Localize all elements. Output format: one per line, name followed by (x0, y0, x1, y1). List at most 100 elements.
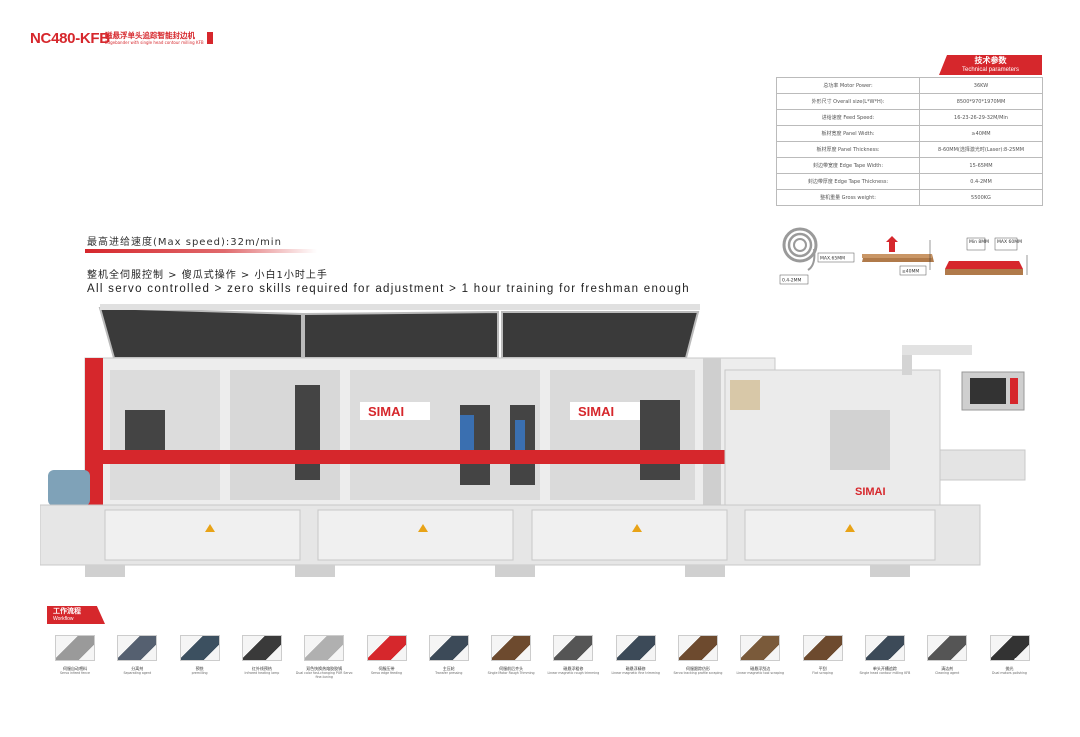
workflow-step-label-en: Dual motors polishing (992, 671, 1027, 675)
param-value: 16-23-26-29-32M/Min (919, 109, 1043, 126)
workflow-step-label-cn: 预铣 (195, 666, 204, 671)
param-label: 总功率 Motor Power: (776, 77, 920, 94)
product-name-en: Edgebander with single head contour mill… (105, 40, 204, 45)
workflow-step-label-cn: 磁悬浮粗修 (563, 666, 584, 671)
param-value: 15-65MM (919, 157, 1043, 174)
tagline-en: All servo controlled > zero skills requi… (87, 283, 690, 295)
workflow-step-label-en: Infrared heating lamp (244, 671, 280, 675)
workflow-step-image (304, 635, 345, 661)
workflow-step-image (55, 635, 95, 661)
workflow-step-label-en: Dual color fast-changing PUR Servo fine-… (295, 671, 353, 679)
param-value: ≥40MM (919, 125, 1043, 142)
param-value: 36KW (919, 77, 1043, 94)
table-row: 外形尺寸 Overall size(L*W*H):8500*970*1970MM (776, 93, 1043, 110)
product-name-cn: 磁悬浮单头追踪智能封边机 (105, 31, 195, 40)
table-row: 封边带宽度 Edge Tape Width:15-65MM (776, 157, 1043, 174)
header-badge (207, 32, 213, 44)
workflow-step-label-cn: 磁悬浮精修 (625, 666, 646, 671)
param-label: 外形尺寸 Overall size(L*W*H): (776, 93, 920, 110)
workflow-step-image (927, 635, 968, 661)
workflow-step-image (615, 635, 656, 661)
tech-params-tab: 技术参数 Technical parameters (939, 55, 1042, 75)
workflow-step-image (740, 635, 781, 661)
workflow-step-label-en: Separating agent (123, 671, 152, 675)
workflow-step-label-en: Servo tracking profile scraping (673, 671, 723, 675)
table-row: 板材厚度 Panel Thickness:8-60MM(选择激光时(Laser)… (776, 141, 1043, 158)
workflow-step-label-en: Single head contour milling KFB (859, 671, 911, 675)
brand-logo-2: SIMAI (578, 404, 614, 419)
table-row: 封边带厚度 Edge Tape Thickness:0.4-2MM (776, 173, 1043, 190)
speed-underline (85, 249, 317, 253)
workflow-step-label-cn: 伺服压带 (378, 666, 395, 671)
coil-icon (782, 227, 818, 271)
tech-params-title-cn: 技术参数 (974, 56, 1007, 65)
workflow-step-label-en: Transfer pressing (435, 671, 463, 675)
coil-width-label: MAX.65MM (820, 256, 845, 262)
param-label: 封边带厚度 Edge Tape Thickness: (776, 173, 920, 190)
param-label: 封边带宽度 Edge Tape Width: (776, 157, 920, 174)
workflow-step-image (241, 635, 282, 661)
workflow-step-label-en: Servo infeed fence (60, 671, 90, 675)
param-value: 0.4-2MM (919, 173, 1043, 190)
tech-params-title-en: Technical parameters (961, 67, 1020, 73)
coil-thickness-label: 0.4-2MM (782, 278, 802, 284)
workflow-step-label-en: Flat scraping (812, 671, 833, 675)
workflow-step-label-cn: 双色快换热熔胶胶锅 (306, 666, 343, 671)
workflow-step-label-en: premilling (191, 671, 208, 675)
workflow-step-label-en: Single Motor Rough Trimming (487, 671, 535, 675)
edgebander-machine-image: SIMAI SIMAI SIMAI (40, 304, 1026, 577)
workflow-step-label-en: Cleaning agent (935, 671, 960, 675)
brand-logo-1: SIMAI (368, 404, 404, 419)
top-hood-3 (501, 311, 700, 359)
workflow-step-image (179, 635, 220, 661)
table-row: 总功率 Motor Power:36KW (776, 77, 1043, 94)
workflow-step-image (366, 635, 407, 661)
workflow-step-image (802, 635, 843, 661)
workflow-step-label-cn: 清洁剂 (941, 666, 954, 671)
workflow-step-image (864, 635, 905, 661)
param-value: 5500KG (919, 189, 1043, 206)
workflow-step-label-cn: 磁悬浮刮边 (750, 666, 771, 671)
tagline-cn: 整机全伺服控制 > 傻瓜式操作 > 小白1小时上手 (87, 270, 328, 281)
workflow-step-image (553, 635, 594, 661)
param-label: 进给速度 Feed Speed: (776, 109, 920, 126)
workflow-tab: 工作流程 Workflow (47, 606, 105, 624)
workflow-step-image (491, 635, 532, 661)
workflow-step-label-cn: 红外线预热 (251, 666, 272, 671)
param-value: 8-60MM(选择激光时(Laser):8-25MM (919, 141, 1043, 158)
workflow-step-label-en: Linear magnetic tool scraping (736, 671, 785, 675)
workflow-step-image (428, 635, 469, 661)
workflow-step-image (117, 635, 158, 661)
workflow-step-label-cn: 伺服前后齐头 (499, 666, 524, 671)
workflow-step-label-en: Linear magnetic rough trimming (547, 671, 600, 675)
workflow-step-label-cn: 伺服跟踪仿形 (686, 666, 710, 671)
min-thickness-label: Min 8MM (969, 239, 989, 245)
brand-logo-3: SIMAI (855, 486, 886, 498)
workflow-step-label-cn: 平刮 (818, 666, 827, 671)
up-arrow-icon (886, 236, 898, 252)
workflow-title-en: Workflow (53, 616, 74, 622)
param-label: 整机重量 Gross weight: (776, 189, 920, 206)
workflow-title-cn: 工作流程 (53, 607, 81, 615)
table-row: 板材宽度 Panel Width:≥40MM (776, 125, 1043, 142)
workflow-step-image (678, 635, 718, 661)
param-label: 板材厚度 Panel Thickness: (776, 141, 920, 158)
workflow-step-label-en: Linear magnetic fine trimming (611, 671, 660, 675)
workflow-step-label-cn: 伺服自动喂料 (63, 666, 87, 671)
table-row: 整机重量 Gross weight:5500KG (776, 189, 1043, 206)
edge-coil-diagram: MAX.65MM 0.4-2MM (779, 227, 855, 285)
panel-width-diagram: ≥40MM (862, 236, 934, 276)
